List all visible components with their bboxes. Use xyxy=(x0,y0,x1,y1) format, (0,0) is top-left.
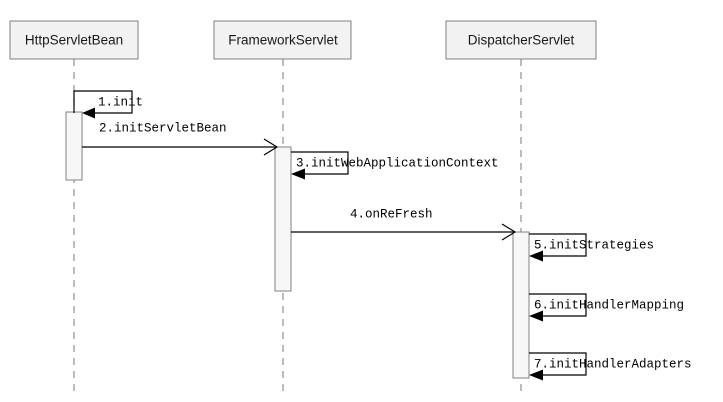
message-5-label: 5.initStrategies xyxy=(534,238,654,252)
message-7-self-path xyxy=(529,352,587,376)
message-1-self-path xyxy=(73,90,133,114)
message-3-initwebapplicationcontext[interactable]: 3.initWebApplicationContext xyxy=(291,151,499,180)
message-7-inithandleradapters[interactable]: 7.initHandlerAdapters xyxy=(529,352,692,381)
message-2-arrowhead-icon xyxy=(263,138,279,156)
activation-bars-group xyxy=(65,111,530,379)
message-5-arrowhead-icon xyxy=(529,250,543,262)
participant-label-dispatcherservlet: DispatcherServlet xyxy=(468,33,575,48)
message-1-init[interactable]: 1.init xyxy=(73,90,143,119)
message-3-self-path xyxy=(291,151,349,175)
participant-box-frameworkservlet[interactable] xyxy=(213,20,352,60)
message-7-arrowhead-icon xyxy=(529,369,543,381)
participant-box-httpservletbean[interactable] xyxy=(9,20,139,60)
message-4-onrefresh[interactable]: 4.onReFresh xyxy=(291,207,517,241)
participant-label-httpservletbean: HttpServletBean xyxy=(25,33,123,48)
message-6-inithandlermapping[interactable]: 6.initHandlerMapping xyxy=(529,293,684,322)
message-3-label: 3.initWebApplicationContext xyxy=(296,156,499,170)
message-1-label: 1.init xyxy=(98,95,143,109)
activation-bar-httpservletbean[interactable] xyxy=(65,111,83,181)
message-4-arrowhead-icon xyxy=(501,223,517,241)
activation-bar-dispatcherservlet[interactable] xyxy=(512,231,530,379)
message-2-label: 2.initServletBean xyxy=(99,121,227,135)
participant-dispatcherservlet[interactable]: DispatcherServlet xyxy=(445,20,597,60)
message-6-arrowhead-icon xyxy=(529,310,543,322)
lifelines-group xyxy=(73,59,522,396)
message-1-arrowhead-icon xyxy=(82,107,95,119)
message-4-label: 4.onReFresh xyxy=(350,207,433,221)
message-5-self-path xyxy=(529,233,587,257)
message-2-initservletbean[interactable]: 2.initServletBean xyxy=(82,121,279,156)
participant-label-frameworkservlet: FrameworkServlet xyxy=(228,33,338,48)
participant-box-dispatcherservlet[interactable] xyxy=(445,20,597,60)
activation-bar-frameworkservlet[interactable] xyxy=(274,146,292,292)
message-5-initstrategies[interactable]: 5.initStrategies xyxy=(529,233,654,262)
message-3-arrowhead-icon xyxy=(291,168,305,180)
participant-frameworkservlet[interactable]: FrameworkServlet xyxy=(213,20,352,60)
participant-httpservletbean[interactable]: HttpServletBean xyxy=(9,20,139,60)
message-6-label: 6.initHandlerMapping xyxy=(534,298,684,312)
message-7-label: 7.initHandlerAdapters xyxy=(534,357,692,371)
message-6-self-path xyxy=(529,293,587,317)
